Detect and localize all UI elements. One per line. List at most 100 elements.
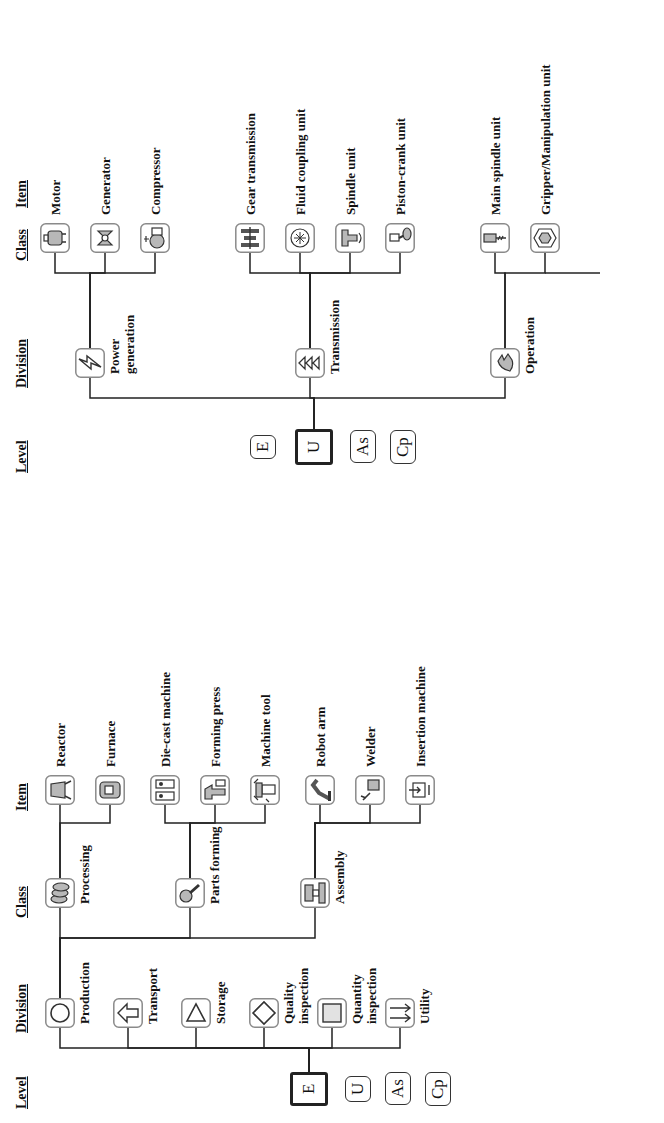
- column-heading: Level: [14, 1076, 30, 1109]
- node-label: Utility: [417, 989, 432, 1024]
- icon-node: Storage: [181, 981, 228, 1028]
- level-box: E: [290, 1072, 328, 1106]
- tree-connector: [128, 1028, 309, 1072]
- icon-node: Assembly: [300, 851, 347, 908]
- tree-connector: [196, 1028, 309, 1072]
- node-label: Furnace: [103, 721, 118, 767]
- tree-connector: [60, 1028, 309, 1072]
- level-box: U: [345, 1076, 371, 1102]
- equipment-icon: [45, 775, 75, 805]
- node-label: Quality inspection: [281, 942, 311, 1024]
- icon-node: Power generation: [75, 292, 137, 378]
- icon-node: Transmission: [295, 300, 342, 378]
- equipment-icon: [249, 998, 279, 1028]
- tree-connector: [315, 805, 420, 878]
- icon-node: Parts forming: [175, 826, 222, 908]
- icon-node: Reactor: [45, 723, 75, 805]
- icon-node: Quantity inspection: [317, 942, 379, 1028]
- tree-connector: [90, 253, 105, 348]
- icon-frame: [150, 775, 180, 805]
- equipment-icon: [250, 775, 280, 805]
- node-label: Gear transmission: [243, 113, 258, 215]
- icon-frame: [181, 998, 211, 1028]
- icon-node: Main spindle unit: [480, 117, 510, 253]
- tree-connector: [190, 805, 265, 878]
- equipment-icon: [90, 223, 120, 253]
- node-label: Spindle unit: [343, 147, 358, 215]
- equipment-icon: [317, 998, 347, 1028]
- icon-frame: [249, 998, 279, 1028]
- node-label: Die-cast machine: [158, 672, 173, 767]
- column-heading: Division: [14, 984, 30, 1033]
- equipment-icon: [75, 348, 105, 378]
- icon-frame: [45, 998, 75, 1028]
- node-label: Production: [77, 962, 92, 1024]
- equipment-icon: [355, 775, 385, 805]
- node-label: Motor: [48, 180, 63, 215]
- icon-frame: [250, 775, 280, 805]
- icon-node: Welder: [355, 727, 385, 805]
- icon-node: Piston-crank unit: [385, 118, 415, 253]
- node-label: Generator: [98, 157, 113, 215]
- tree-connector: [314, 378, 505, 429]
- tree-connector: [264, 1028, 309, 1072]
- icon-node: Operation: [490, 317, 537, 378]
- level-box: U: [295, 429, 333, 465]
- icon-node: Gripper/Manipulation unit: [530, 64, 560, 253]
- icon-node: Furnace: [95, 721, 125, 805]
- node-label: Transmission: [327, 300, 342, 374]
- icon-node: Machine tool: [250, 694, 280, 805]
- icon-frame: [175, 878, 205, 908]
- equipment-icon: [385, 223, 415, 253]
- node-label: Assembly: [332, 851, 347, 904]
- icon-frame: [200, 775, 230, 805]
- icon-node: Gear transmission: [235, 113, 265, 253]
- tree-connector: [495, 253, 505, 348]
- tree-connector: [60, 908, 315, 998]
- node-label: Processing: [77, 845, 92, 904]
- column-heading: Class: [14, 229, 30, 261]
- column-heading: Class: [14, 886, 30, 918]
- icon-node: Fluid coupling unit: [285, 109, 315, 253]
- equipment-icon: [45, 878, 75, 908]
- icon-frame: [480, 223, 510, 253]
- level-letter: As: [353, 437, 372, 456]
- icon-frame: [45, 878, 75, 908]
- level-letter: Cp: [393, 437, 412, 457]
- icon-frame: [45, 775, 75, 805]
- node-label: Robot arm: [313, 707, 328, 767]
- icon-node: Utility: [385, 989, 432, 1028]
- icon-frame: [385, 223, 415, 253]
- icon-node: Insertion machine: [405, 666, 435, 805]
- level-letter: E: [299, 1084, 318, 1094]
- node-label: Forming press: [208, 687, 223, 767]
- icon-node: Robot arm: [305, 707, 335, 805]
- level-box: Cp: [390, 430, 416, 464]
- icon-node: Production: [45, 962, 92, 1028]
- equipment-icon: [235, 223, 265, 253]
- icon-node: Die-cast machine: [150, 672, 180, 805]
- equipment-icon: [295, 348, 325, 378]
- icon-frame: [140, 223, 170, 253]
- icon-frame: [317, 998, 347, 1028]
- node-label: Main spindle unit: [488, 117, 503, 215]
- icon-frame: [75, 348, 105, 378]
- equipment-icon: [335, 223, 365, 253]
- icon-frame: [385, 998, 415, 1028]
- icon-frame: [113, 998, 143, 1028]
- icon-frame: [90, 223, 120, 253]
- bus-continuation: [545, 272, 600, 274]
- icon-frame: [40, 223, 70, 253]
- equipment-icon: [45, 998, 75, 1028]
- node-label: Piston-crank unit: [393, 118, 408, 215]
- icon-frame: [95, 775, 125, 805]
- node-label: Fluid coupling unit: [293, 109, 308, 215]
- node-label: Parts forming: [207, 826, 222, 904]
- tree-connector: [165, 805, 190, 878]
- level-box: As: [350, 430, 376, 463]
- level-letter: As: [388, 1079, 407, 1098]
- icon-frame: [300, 878, 330, 908]
- node-label: Machine tool: [258, 694, 273, 767]
- equipment-icon: [300, 878, 330, 908]
- icon-node: Forming press: [200, 687, 230, 805]
